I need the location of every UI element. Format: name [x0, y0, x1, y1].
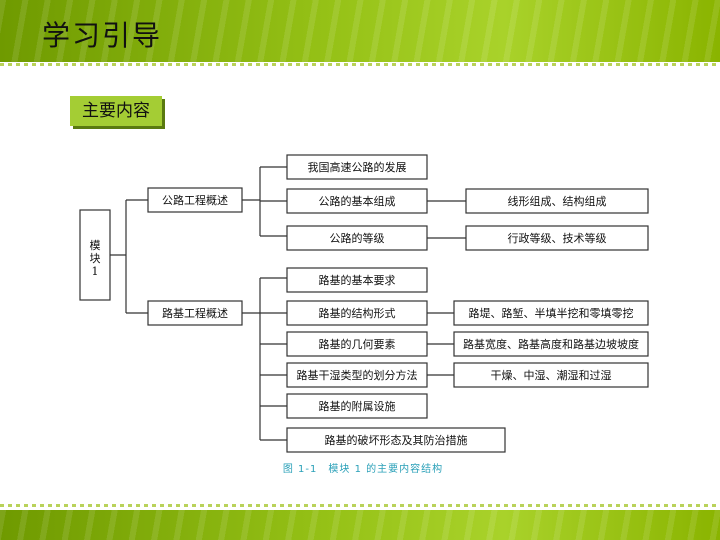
node-box — [286, 331, 428, 357]
branch-label-1: 公路工程概述 — [162, 194, 228, 207]
node-box — [286, 188, 428, 214]
node-label: 路基的附属设施 — [319, 399, 396, 413]
root-label-2: 块 — [90, 252, 101, 265]
root-label-1: 模 — [90, 239, 101, 252]
diagram-svg: 模 块 1 公路工程概述 路基工程概述 我国高速公路的发展 公路的基本组成 公路… — [79, 154, 649, 475]
node-box — [286, 362, 428, 388]
node-box — [286, 154, 428, 180]
branch-box-2 — [147, 300, 243, 326]
detail-label: 线形组成、结构组成 — [508, 194, 607, 208]
header-decoration — [0, 0, 720, 62]
detail-box — [465, 188, 649, 214]
detail-box — [465, 225, 649, 251]
root-box — [79, 209, 111, 301]
page-title: 学习引导 — [42, 19, 163, 52]
node-box — [286, 393, 428, 419]
footer-band — [0, 510, 720, 540]
detail-label: 路基宽度、路基高度和路基边坡坡度 — [463, 337, 639, 351]
detail-label: 行政等级、技术等级 — [508, 231, 607, 245]
branch-box-1 — [147, 187, 243, 213]
detail-label: 路堤、路堑、半填半挖和零填零挖 — [469, 306, 634, 320]
header-band: 学习引导 — [0, 0, 720, 62]
node-label: 公路的等级 — [330, 231, 385, 245]
section-label: 主要内容 — [70, 96, 162, 126]
connector-branch-2 — [242, 277, 287, 441]
node-label: 路基的几何要素 — [319, 337, 396, 351]
branch-label-2: 路基工程概述 — [162, 307, 228, 320]
node-box — [286, 225, 428, 251]
connector-branch-1 — [242, 166, 287, 237]
detail-box — [453, 300, 649, 326]
detail-box — [453, 331, 649, 357]
footer-decoration — [0, 510, 720, 540]
node-box — [286, 427, 506, 453]
structure-diagram: 模 块 1 公路工程概述 路基工程概述 我国高速公路的发展 公路的基本组成 公路… — [70, 150, 656, 480]
node-label: 路基干湿类型的划分方法 — [297, 368, 418, 382]
node-box — [286, 300, 428, 326]
node-label: 路基的结构形式 — [319, 306, 396, 320]
detail-box — [453, 362, 649, 388]
node-label: 我国高速公路的发展 — [308, 160, 407, 174]
node-label: 公路的基本组成 — [319, 194, 396, 208]
header-divider — [0, 62, 720, 67]
detail-label: 干燥、中湿、潮湿和过湿 — [491, 368, 612, 382]
connector-root — [110, 199, 148, 314]
root-label-3: 1 — [92, 265, 99, 278]
node-box — [286, 267, 428, 293]
node-label: 路基的基本要求 — [319, 273, 396, 287]
footer-divider — [0, 504, 720, 507]
figure-caption: 图 1-1 模块 1 的主要内容结构 — [283, 462, 443, 475]
node-label: 路基的破坏形态及其防治措施 — [325, 433, 468, 447]
connector-level3 — [427, 200, 466, 376]
